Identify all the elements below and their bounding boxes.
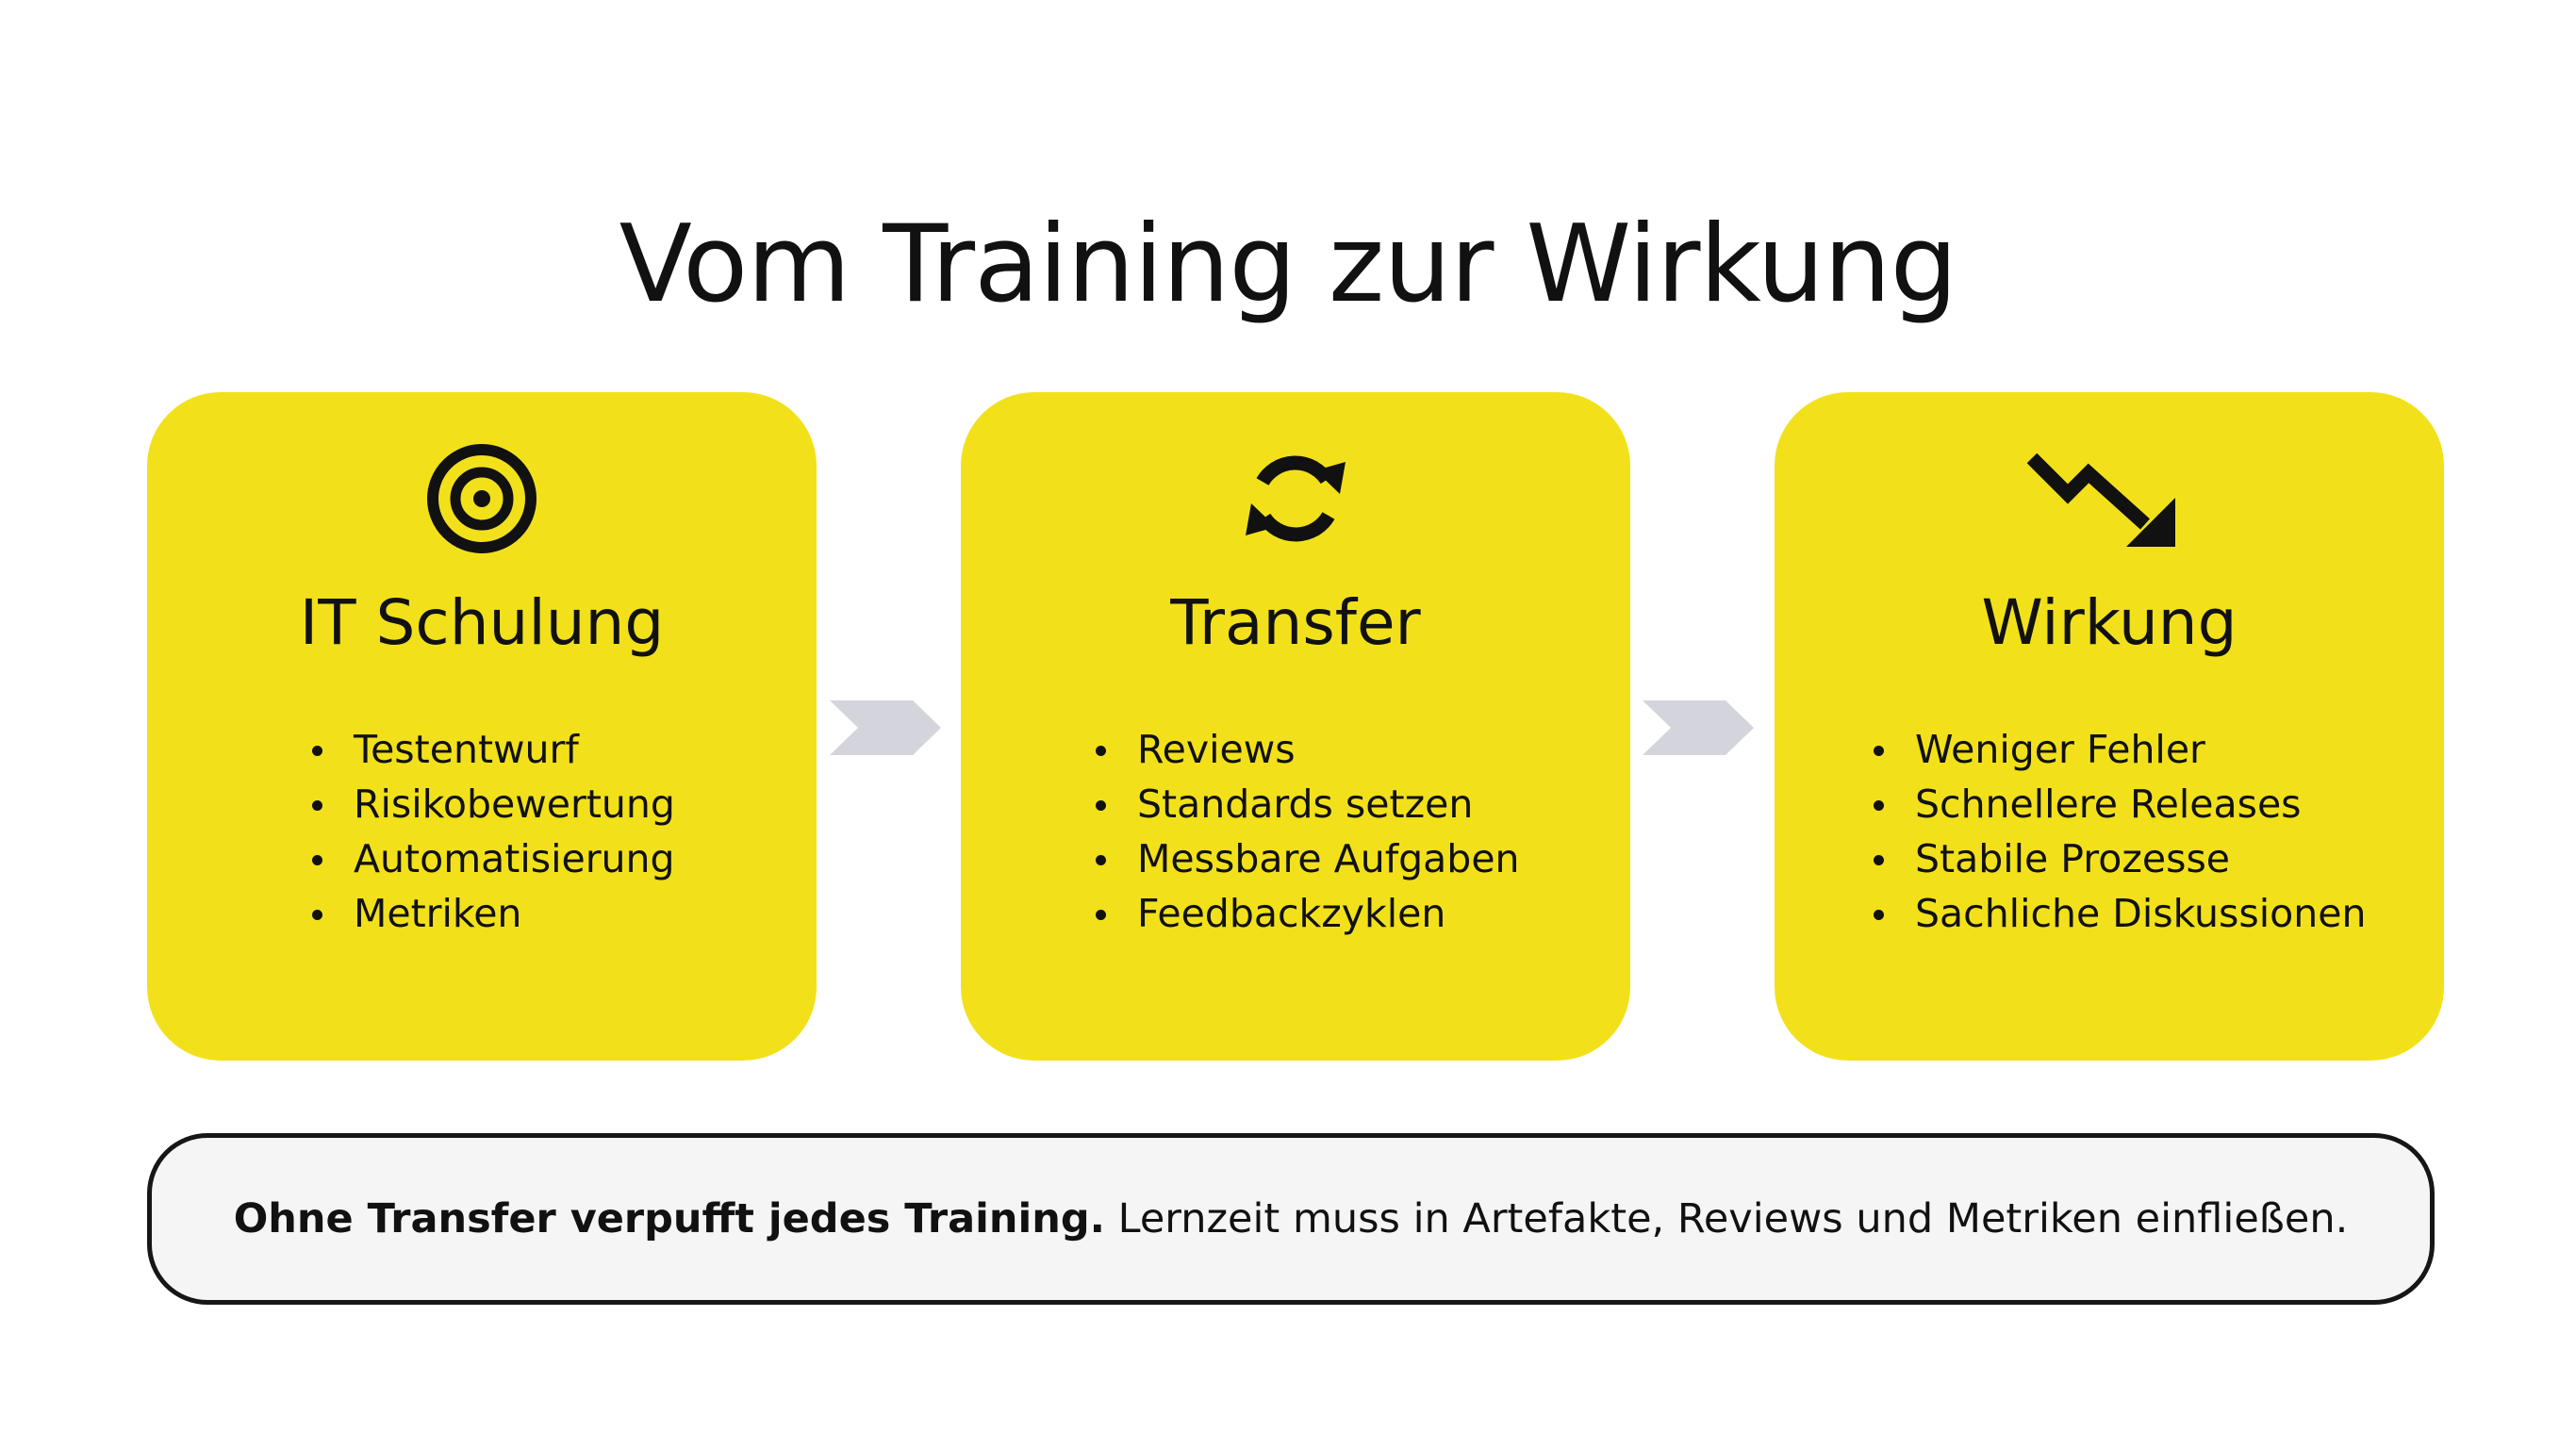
page-title: Vom Training zur Wirkung	[619, 201, 1958, 326]
card-list: Weniger Fehler Schnellere Releases Stabi…	[1872, 722, 2366, 941]
card-it-schulung: IT Schulung Testentwurf Risikobewertung …	[147, 392, 817, 1061]
note-bold-text: Ohne Transfer verpufft jedes Training.	[233, 1195, 1105, 1242]
summary-note: Ohne Transfer verpufft jedes Training. L…	[147, 1133, 2435, 1305]
list-item: Sachliche Diskussionen	[1872, 886, 2366, 941]
list-item: Standards setzen	[1094, 777, 1520, 831]
note-text: Lernzeit muss in Artefakte, Reviews und …	[1104, 1195, 2349, 1242]
list-item: Weniger Fehler	[1872, 722, 2366, 777]
card-title: IT Schulung	[299, 586, 665, 659]
refresh-cycle-icon	[961, 437, 1630, 560]
card-transfer: Transfer Reviews Standards setzen Messba…	[961, 392, 1630, 1061]
list-item: Testentwurf	[310, 722, 675, 777]
card-title: Wirkung	[1981, 586, 2237, 659]
list-item: Messbare Aufgaben	[1094, 831, 1520, 886]
card-list: Reviews Standards setzen Messbare Aufgab…	[1094, 722, 1520, 941]
chevron-right-icon	[1643, 700, 1754, 755]
list-item: Risikobewertung	[310, 777, 675, 831]
chevron-right-icon	[830, 700, 941, 755]
list-item: Automatisierung	[310, 831, 675, 886]
list-item: Stabile Prozesse	[1872, 831, 2366, 886]
target-icon	[147, 437, 817, 560]
card-title: Transfer	[1170, 586, 1421, 659]
card-list: Testentwurf Risikobewertung Automatisier…	[310, 722, 675, 941]
trend-down-icon	[1775, 437, 2444, 560]
card-wirkung: Wirkung Weniger Fehler Schnellere Releas…	[1775, 392, 2444, 1061]
list-item: Reviews	[1094, 722, 1520, 777]
list-item: Feedbackzyklen	[1094, 886, 1520, 941]
list-item: Metriken	[310, 886, 675, 941]
list-item: Schnellere Releases	[1872, 777, 2366, 831]
